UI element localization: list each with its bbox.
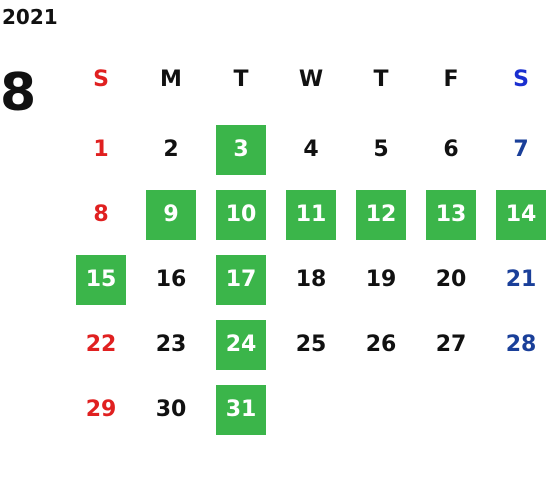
day-cell: 22	[85, 332, 117, 357]
day-cell: 18	[295, 267, 327, 292]
day-cell: 19	[365, 267, 397, 292]
day-cell: 2	[163, 137, 179, 162]
calendar-month: 8	[0, 63, 37, 123]
highlighted-day-cell: 17	[216, 255, 266, 305]
weekday-header: S	[93, 67, 109, 92]
day-cell: 20	[435, 267, 467, 292]
highlighted-day-cell: 10	[216, 190, 266, 240]
day-cell: 28	[505, 332, 537, 357]
calendar-year: 2021	[2, 5, 58, 29]
day-cell: 29	[85, 397, 117, 422]
day-cell: 8	[93, 202, 109, 227]
weekday-header: M	[160, 67, 182, 92]
weekday-header: T	[233, 67, 249, 92]
highlighted-day-cell: 3	[216, 125, 266, 175]
weekday-header: W	[298, 67, 324, 92]
day-cell: 16	[155, 267, 187, 292]
day-cell: 21	[505, 267, 537, 292]
highlighted-day-cell: 11	[286, 190, 336, 240]
day-cell: 4	[303, 137, 319, 162]
highlighted-day-cell: 24	[216, 320, 266, 370]
day-cell: 26	[365, 332, 397, 357]
highlighted-day-cell: 13	[426, 190, 476, 240]
highlighted-day-cell: 14	[496, 190, 546, 240]
weekday-header: S	[513, 67, 529, 92]
day-cell: 25	[295, 332, 327, 357]
highlighted-day-cell: 9	[146, 190, 196, 240]
day-cell: 5	[373, 137, 389, 162]
day-cell: 6	[443, 137, 459, 162]
day-cell: 7	[513, 137, 529, 162]
day-cell: 1	[93, 137, 109, 162]
highlighted-day-cell: 15	[76, 255, 126, 305]
highlighted-day-cell: 12	[356, 190, 406, 240]
weekday-header: F	[443, 67, 459, 92]
highlighted-day-cell: 31	[216, 385, 266, 435]
day-cell: 27	[435, 332, 467, 357]
day-cell: 23	[155, 332, 187, 357]
day-cell: 30	[155, 397, 187, 422]
weekday-header: T	[373, 67, 389, 92]
